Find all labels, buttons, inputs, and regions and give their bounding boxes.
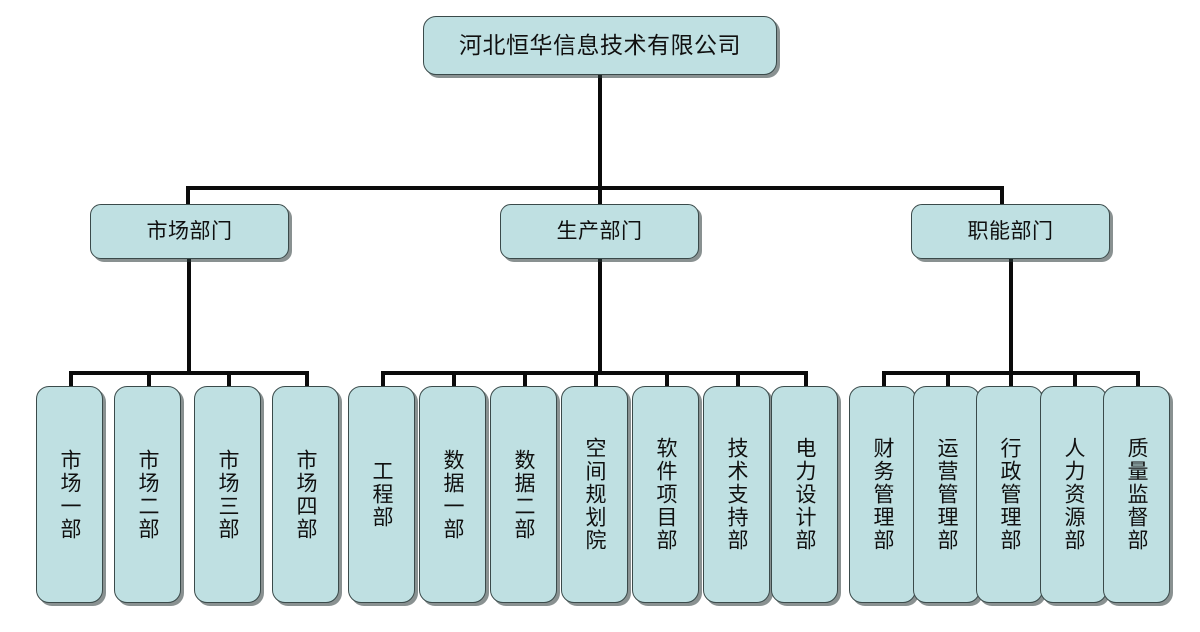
node-label-leaf-market-1: 市场一部 (58, 448, 82, 541)
connector-drop-division-2 (1000, 186, 1004, 206)
node-label-leaf-engineering: 工程部 (370, 460, 394, 529)
connector-drop-leaf-0-2 (227, 371, 231, 388)
node-leaf-software-project[interactable]: 软件项目部 (632, 386, 699, 603)
node-leaf-power-design[interactable]: 电力设计部 (771, 386, 838, 603)
node-leaf-finance[interactable]: 财务管理部 (849, 386, 916, 603)
node-leaf-operations[interactable]: 运营管理部 (913, 386, 980, 603)
node-label-leaf-operations: 运营管理部 (935, 437, 959, 552)
node-label-leaf-human-resources: 人力资源部 (1062, 437, 1086, 552)
node-leaf-market-3[interactable]: 市场三部 (194, 386, 261, 603)
connector-drop-leaf-2-2 (1009, 371, 1013, 388)
connector-drop-leaf-2-1 (946, 371, 950, 388)
node-leaf-human-resources[interactable]: 人力资源部 (1040, 386, 1107, 603)
node-leaf-quality-supervision[interactable]: 质量监督部 (1103, 386, 1170, 603)
connector-drop-leaf-0-1 (147, 371, 151, 388)
node-leaf-engineering[interactable]: 工程部 (348, 386, 415, 603)
connector-drop-leaf-2-3 (1073, 371, 1077, 388)
connector-drop-leaf-1-5 (736, 371, 740, 388)
node-label-leaf-market-2: 市场二部 (136, 448, 160, 541)
node-leaf-market-2[interactable]: 市场二部 (114, 386, 181, 603)
node-division-market[interactable]: 市场部门 (90, 204, 289, 259)
node-leaf-market-4[interactable]: 市场四部 (272, 386, 339, 603)
node-leaf-data-1[interactable]: 数据一部 (419, 386, 486, 603)
connector-stem-division-1 (598, 258, 602, 373)
node-leaf-administration[interactable]: 行政管理部 (976, 386, 1043, 603)
node-label-leaf-market-3: 市场三部 (216, 448, 240, 541)
connector-drop-leaf-1-2 (523, 371, 527, 388)
node-label-leaf-software-project: 软件项目部 (654, 437, 678, 552)
node-company-root[interactable]: 河北恒华信息技术有限公司 (423, 16, 777, 75)
node-label-leaf-tech-support: 技术支持部 (725, 437, 749, 552)
connector-drop-leaf-1-0 (381, 371, 385, 388)
node-leaf-tech-support[interactable]: 技术支持部 (703, 386, 770, 603)
connector-drop-division-0 (186, 186, 190, 206)
connector-drop-leaf-2-4 (1136, 371, 1140, 388)
connector-drop-leaf-1-6 (804, 371, 808, 388)
connector-drop-leaf-1-3 (594, 371, 598, 388)
connector-drop-leaf-0-0 (69, 371, 73, 388)
connector-drop-leaf-1-1 (452, 371, 456, 388)
node-label-leaf-spatial-planning: 空间规划院 (583, 437, 607, 552)
connector-level2-bus (186, 186, 1004, 190)
node-label-leaf-power-design: 电力设计部 (793, 437, 817, 552)
node-division-functional[interactable]: 职能部门 (911, 204, 1110, 259)
node-label-leaf-quality-supervision: 质量监督部 (1125, 437, 1149, 552)
node-label-company-root: 河北恒华信息技术有限公司 (459, 32, 741, 58)
connector-drop-division-1 (598, 186, 602, 206)
node-label-leaf-data-2: 数据二部 (512, 448, 536, 541)
node-label-leaf-administration: 行政管理部 (998, 437, 1022, 552)
connector-drop-leaf-2-0 (882, 371, 886, 388)
node-label-leaf-finance: 财务管理部 (871, 437, 895, 552)
node-leaf-spatial-planning[interactable]: 空间规划院 (561, 386, 628, 603)
connector-stem-division-2 (1009, 258, 1013, 373)
node-label-division-functional: 职能部门 (967, 218, 1054, 243)
node-division-production[interactable]: 生产部门 (500, 204, 699, 259)
node-leaf-data-2[interactable]: 数据二部 (490, 386, 557, 603)
node-label-division-production: 生产部门 (556, 218, 643, 243)
node-label-division-market: 市场部门 (146, 218, 233, 243)
node-leaf-market-1[interactable]: 市场一部 (36, 386, 103, 603)
connector-drop-leaf-0-3 (305, 371, 309, 388)
connector-drop-leaf-1-4 (665, 371, 669, 388)
node-label-leaf-data-1: 数据一部 (441, 448, 465, 541)
connector-leafbus-division-0 (69, 371, 309, 375)
connector-stem-division-0 (187, 258, 191, 373)
node-label-leaf-market-4: 市场四部 (294, 448, 318, 541)
connector-root-stem (598, 75, 602, 190)
